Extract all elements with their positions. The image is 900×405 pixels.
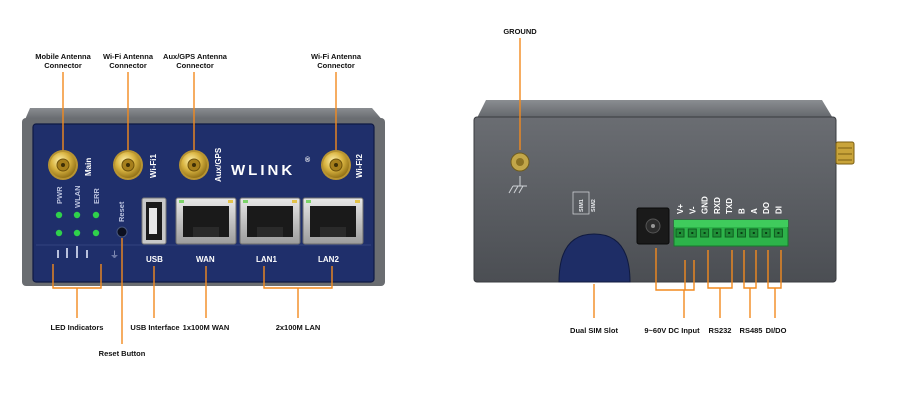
callout-reset-button: Reset Button	[98, 349, 146, 358]
silk-wifi2: Wi-Fi2	[355, 154, 364, 178]
callout-dual-sim: Dual SIM Slot	[570, 326, 618, 335]
callout-mobile-antenna: Mobile Antenna Connector	[35, 52, 91, 70]
callout-aux-gps-antenna: Aux/GPS Antenna Connector	[163, 52, 227, 70]
ethernet-port-wan	[175, 197, 237, 245]
silk-aux-gps: Aux/GPS	[214, 147, 223, 182]
callout-ground: GROUND	[503, 27, 537, 36]
terminal-pin-screw	[777, 232, 780, 234]
silk-reset: Reset	[117, 201, 126, 222]
silk-sim2: SIM2	[591, 199, 597, 212]
silk-lan1: LAN1	[256, 255, 277, 264]
silk-sim1: SIM1	[579, 199, 585, 212]
terminal-pin-screw	[740, 232, 743, 234]
led-pwr-1	[55, 211, 63, 219]
terminal-pin-screw	[703, 232, 706, 234]
registered-mark: ®	[305, 156, 311, 164]
front-callout-lines	[52, 72, 337, 344]
ground-symbol-icon	[508, 176, 527, 194]
callout-lan: 2x100M LAN	[275, 323, 321, 332]
led-err-2	[92, 229, 100, 237]
antenna-connector-wifi2	[321, 150, 351, 180]
led-cluster	[55, 211, 100, 237]
brand-logo: WLINK	[231, 162, 295, 179]
terminal-pin-label: RXD	[713, 197, 722, 214]
sim-silk: SIM1 SIM2	[572, 191, 597, 215]
terminal-pin-screw	[691, 232, 694, 234]
callout-wifi-antenna-1: Wi-Fi Antenna Connector	[102, 52, 154, 70]
terminal-pins	[675, 228, 783, 238]
terminal-pin-label: GND	[701, 196, 710, 214]
terminal-pin-screw	[765, 232, 768, 234]
led-label-err: ERR	[92, 188, 101, 204]
callout-led-indicators: LED Indicators	[50, 323, 104, 332]
terminal-pin-screw	[679, 232, 681, 234]
silk-wifi1: Wi-Fi1	[149, 154, 158, 178]
silk-wan: WAN	[196, 255, 215, 264]
usb-port	[141, 197, 167, 245]
led-label-pwr: PWR	[55, 186, 64, 204]
silk-lan2: LAN2	[318, 255, 339, 264]
ethernet-port-lan2	[302, 197, 364, 245]
side-top-edge	[476, 100, 834, 120]
callout-rs232: RS232	[708, 326, 732, 335]
led-wlan-2	[73, 229, 81, 237]
terminal-pin-screw	[728, 232, 731, 234]
terminal-pin-label: DO	[762, 202, 771, 214]
callout-usb-interface: USB Interface	[130, 323, 180, 332]
terminal-pin-label: TXD	[725, 198, 734, 214]
silk-main: Main	[84, 158, 93, 176]
reset-button	[116, 226, 128, 238]
terminal-pin-label: V-	[688, 206, 697, 214]
led-err-1	[92, 211, 100, 219]
terminal-pin-label: DI	[774, 206, 783, 214]
callout-wifi-antenna-2: Wi-Fi Antenna Connector	[310, 52, 362, 70]
terminal-pin-screw	[752, 232, 755, 234]
antenna-connector-main	[48, 150, 78, 180]
terminal-pin-label: B	[738, 208, 747, 214]
ground-screw	[510, 152, 530, 172]
side-callout-lines	[519, 38, 782, 318]
side-antenna-stub	[835, 141, 855, 165]
callout-dido: DI/DO	[765, 326, 787, 335]
ethernet-port-lan1	[239, 197, 301, 245]
dc-power-jack	[636, 207, 670, 245]
signal-bars-icon	[57, 246, 88, 258]
led-pwr-2	[55, 229, 63, 237]
antenna-connector-wifi1	[113, 150, 143, 180]
led-wlan-1	[73, 211, 81, 219]
callout-wan: 1x100M WAN	[182, 323, 230, 332]
callout-rs485: RS485	[739, 326, 763, 335]
terminal-pin-screw	[715, 232, 718, 234]
silk-usb: USB	[146, 255, 163, 264]
sim-slot-cover	[558, 233, 631, 283]
antenna-connector-aux-gps	[179, 150, 209, 180]
ground-symbol-icon: ⏚	[110, 250, 119, 261]
terminal-pin-label: A	[750, 208, 759, 214]
led-label-wlan: WLAN	[73, 186, 82, 209]
terminal-pin-label: V+	[676, 204, 685, 214]
callout-dc-input: 9~60V DC Input	[644, 326, 700, 335]
